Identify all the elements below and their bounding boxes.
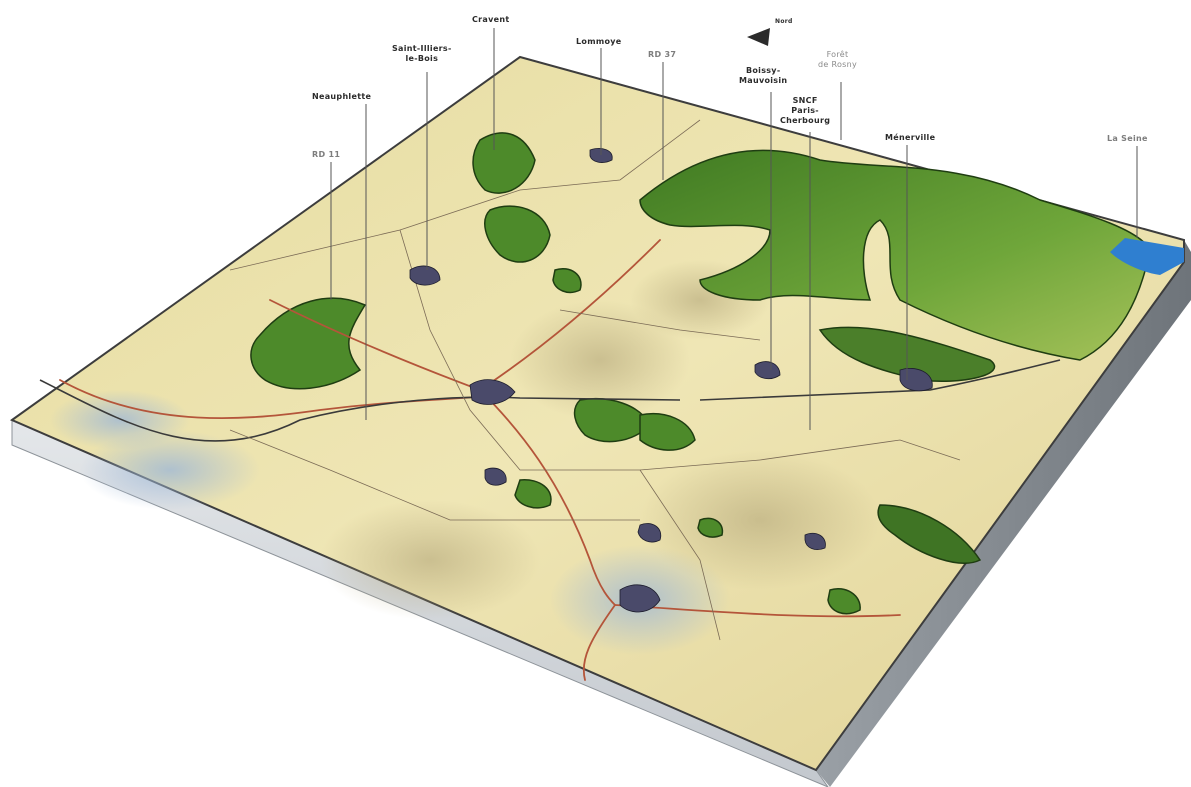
- label-menerville: Ménerville: [885, 133, 936, 142]
- label-foret-de-rosny: Forêt de Rosny: [818, 50, 858, 69]
- label-lommoye: Lommoye: [576, 37, 622, 46]
- river-seine: [1110, 238, 1184, 275]
- label-saint-illiers-le-bois: Saint-Illiers- le-Bois: [392, 44, 452, 63]
- woods: [250, 132, 861, 615]
- north-arrow-icon: [747, 28, 770, 46]
- label-la-seine: La Seine: [1107, 134, 1148, 143]
- villages: [409, 148, 933, 613]
- label-rd37: RD 37: [648, 50, 677, 59]
- label-cravent: Cravent: [472, 15, 510, 24]
- label-neauphlette: Neauphlette: [312, 92, 372, 101]
- north-label: Nord: [775, 18, 793, 25]
- boundaries: [229, 119, 961, 641]
- relief-shading: [50, 260, 880, 655]
- label-rd11: RD 11: [312, 150, 341, 159]
- block-right-side: [816, 240, 1191, 787]
- label-boissy-mauvoisin: Boissy- Mauvoisin: [739, 66, 788, 85]
- leader-lines: [330, 28, 1138, 430]
- label-sncf-paris-cherbourg: SNCF Paris- Cherbourg: [780, 96, 831, 125]
